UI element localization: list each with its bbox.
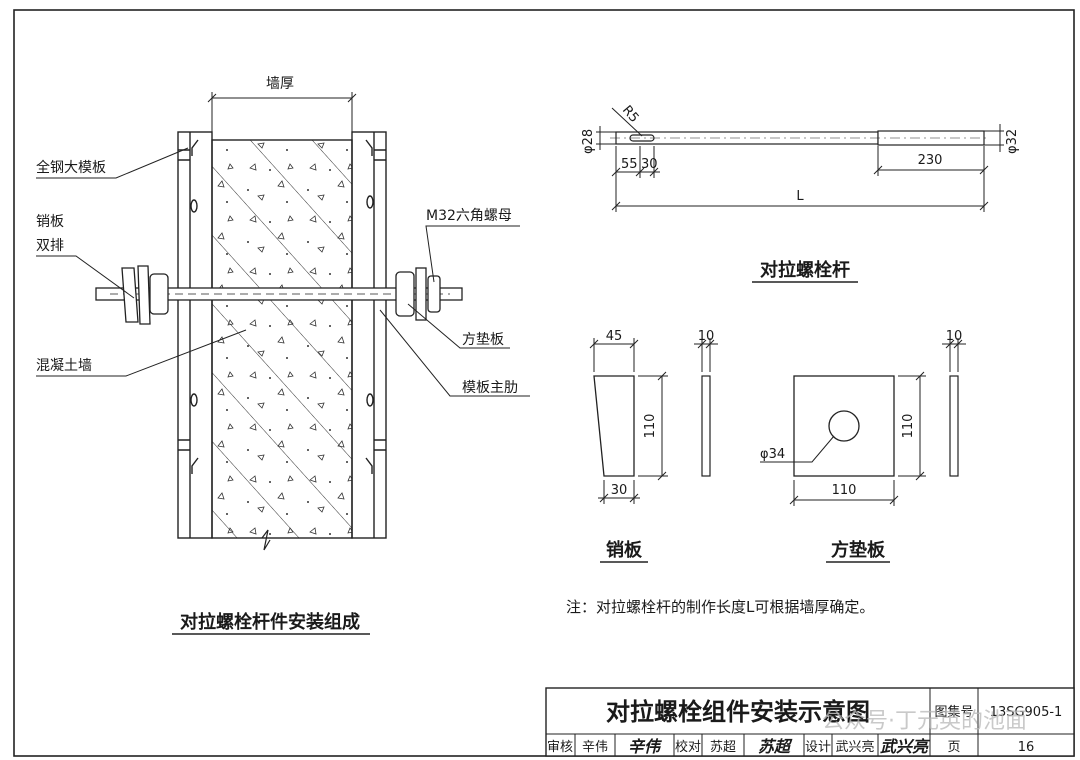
atlas-label: 图集号 <box>934 704 973 720</box>
tie-rod-diameter-dims <box>596 124 1004 152</box>
pin-plate-label-1: 销板 <box>36 214 64 230</box>
design-name: 武兴亮 <box>835 739 874 755</box>
pin-plate-height-dim: 110 <box>643 414 658 439</box>
square-washer-detail: φ34 110 110 10 方垫板 <box>760 329 966 563</box>
section-leaders <box>36 147 530 397</box>
dim-30-label: 30 <box>641 157 658 172</box>
washer-thickness-label: 10 <box>946 329 963 344</box>
section-caption: 对拉螺栓杆件安装组成 <box>180 611 360 633</box>
pin-plate-top-dim: 45 <box>606 329 623 344</box>
pin-plate-shape <box>593 375 635 477</box>
atlas-number: 13SG905-1 <box>990 705 1063 720</box>
section-tie-rod <box>95 287 463 301</box>
review-signature: 辛伟 <box>628 737 662 756</box>
sheet-border <box>13 9 1075 757</box>
washer-side-view <box>949 375 959 477</box>
concrete-specks <box>212 140 352 538</box>
dim-230-label: 230 <box>918 153 943 168</box>
tie-rod-detail: R5 φ28 φ32 55 30 230 L <box>581 103 1020 283</box>
pin-plate-bottom-dim: 30 <box>611 483 628 498</box>
nut-label: M32六角螺母 <box>426 208 512 224</box>
review-label: 审核 <box>547 740 573 755</box>
design-signature: 武兴亮 <box>880 737 931 756</box>
wall-thickness-dimension <box>207 92 357 132</box>
title-block-title: 对拉螺栓组件安装示意图 <box>606 698 870 726</box>
washer-width-dim: 110 <box>832 483 857 498</box>
dim-55-label: 55 <box>621 157 638 172</box>
pin-plate-detail: 45 110 30 10 销板 <box>589 329 718 563</box>
washer-thickness-dim <box>942 338 966 372</box>
page-number: 16 <box>1018 740 1035 755</box>
formwork-label: 全钢大模板 <box>36 159 106 176</box>
design-label: 设计 <box>805 740 831 755</box>
section-pin-plates <box>121 265 169 325</box>
dia-right-label: φ32 <box>1005 129 1020 154</box>
section-view: 墙厚 全钢大模板 销板 双排 混凝土墙 M32六角螺母 方垫板 模板主肋 对拉螺… <box>36 76 530 635</box>
radius-leader <box>611 107 643 137</box>
square-washer-caption: 方垫板 <box>831 539 886 561</box>
washer-hole-label: φ34 <box>760 447 785 462</box>
pin-plate-thickness-dim <box>694 338 718 372</box>
title-block: 对拉螺栓组件安装示意图 图集号 13SG905-1 审核 辛伟 辛伟 校对 苏超… <box>545 687 1075 757</box>
tie-rod-length-dims <box>611 146 989 212</box>
page-label: 页 <box>947 740 960 755</box>
pin-plate-caption: 销板 <box>606 539 643 561</box>
dia-left-label: φ28 <box>581 129 596 154</box>
hole-leader <box>760 435 835 463</box>
main-rib-label: 模板主肋 <box>462 380 518 396</box>
break-mark <box>261 529 271 551</box>
check-signature: 苏超 <box>758 737 793 756</box>
check-name: 苏超 <box>710 739 736 755</box>
tie-rod-caption: 对拉螺栓杆 <box>760 259 850 281</box>
washer-hole <box>828 410 860 442</box>
watermark: 公众号·丁元英的池面 <box>822 709 1027 734</box>
pin-plate-thickness-label: 10 <box>698 329 715 344</box>
pin-plate-dims <box>589 338 668 504</box>
square-washer-label: 方垫板 <box>462 332 504 348</box>
concrete-wall-label: 混凝土墙 <box>36 358 92 374</box>
right-formwork <box>351 131 387 539</box>
left-formwork <box>177 131 213 539</box>
washer-height-dim: 110 <box>901 414 916 439</box>
dim-L-label: L <box>796 189 804 204</box>
washer-dims <box>789 371 926 506</box>
pin-plate-label-2: 双排 <box>36 238 64 254</box>
check-label: 校对 <box>675 739 701 755</box>
pin-plate-side-view <box>701 375 711 477</box>
drawing-note: 注：对拉螺栓杆的制作长度L可根据墙厚确定。 <box>566 598 874 616</box>
wall-thickness-label: 墙厚 <box>266 76 294 92</box>
radius-label: R5 <box>619 103 642 126</box>
review-name: 辛伟 <box>582 740 608 755</box>
